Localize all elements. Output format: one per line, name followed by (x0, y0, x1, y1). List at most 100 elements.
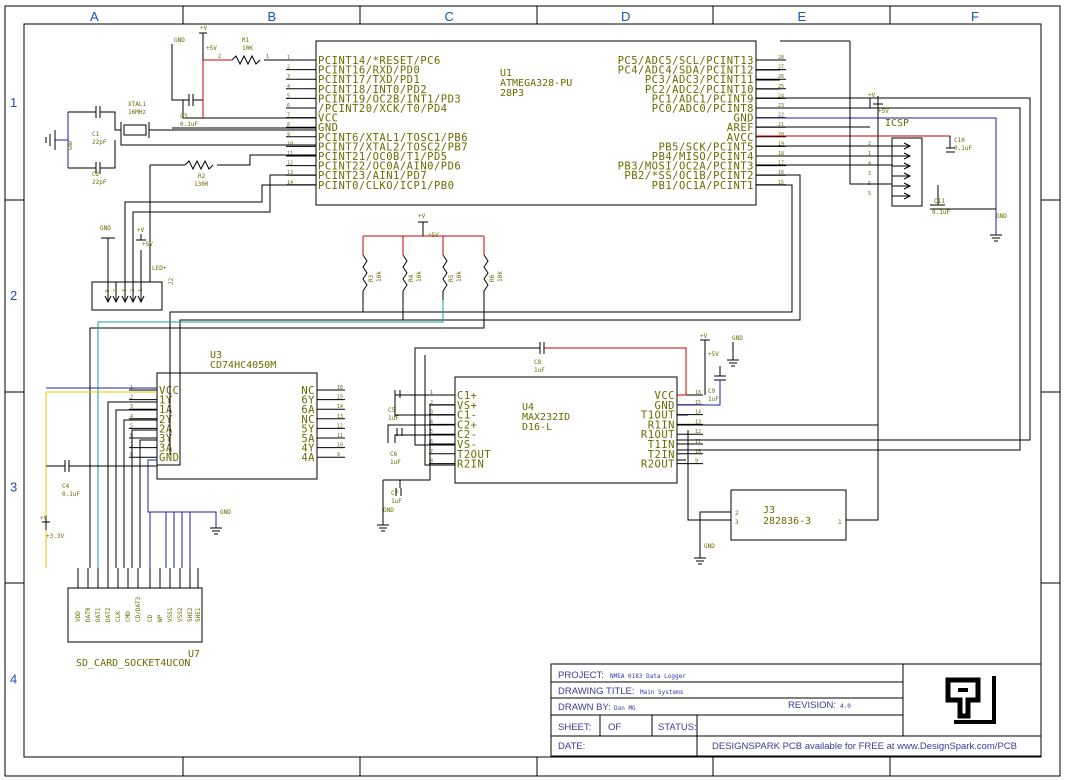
u1pins-left-8: PCINT6/XTAL1/TOSC1/PB6 (318, 132, 468, 144)
c10-capacitor: C10 0.1uF (946, 136, 972, 153)
c1-capacitor: C1 22pF (68, 106, 108, 146)
r5-value: 10k (456, 271, 463, 282)
svg-text:R1: R1 (242, 37, 250, 44)
svg-text:C1: C1 (92, 131, 100, 138)
u4pins-rnum-3: 13 (695, 419, 701, 425)
j3-ref: J3 (763, 505, 775, 516)
u4pins-right-1: GND (655, 400, 675, 412)
u1pins-right-8: AVCC (727, 132, 754, 144)
u1pins-left-5: /PCINT20/XCK/T0/PD4 (318, 103, 448, 115)
u1pins-right-12: PB2/*SS/OC1B/PCINT2 (624, 170, 754, 182)
u1pins-left-3: PCINT18/INT0/PD2 (318, 84, 427, 96)
r3-value: 10k (376, 271, 383, 282)
u1pins-lnum-8: 9 (287, 132, 290, 138)
r4-ref: R4 (408, 274, 415, 282)
u4pins-lnum-7: 8 (430, 459, 433, 465)
pullup-bus: +V +5V (89, 213, 485, 568)
icsp-pin-5: 5 (868, 191, 871, 197)
u1pins-left-13: PCINT0/CLKO/ICP1/PB0 (318, 180, 454, 192)
svg-text:22pF: 22pF (92, 139, 107, 146)
svg-text:0.1uF: 0.1uF (932, 209, 950, 216)
u4-wiring: C5 1uF C6 1uF C7 1uF GND C8 1uF +V +5V C… (377, 333, 878, 565)
u4pins-lnum-2: 3 (430, 410, 433, 416)
svg-text:C8: C8 (534, 359, 542, 366)
svg-text:2: 2 (218, 54, 221, 60)
u4-package: D16-L (522, 422, 552, 433)
u4pins-right-3: R1IN (648, 419, 675, 431)
u3pins-rnum-7: 9 (337, 452, 340, 458)
u1-right-wiring: GND +V +5V (157, 40, 1031, 466)
u4pins-rnum-6: 10 (695, 449, 701, 455)
tb-date-label: DATE: (558, 741, 585, 752)
grid-row-4: 4 (10, 672, 17, 687)
u1pins-right-1: PC4/ADC4/SDA/PCINT12 (618, 65, 754, 77)
u1pins-left-2: PCINT17/TXD/PD1 (318, 74, 420, 86)
svg-text:1uF: 1uF (534, 367, 545, 374)
svg-text:+5V: +5V (142, 241, 153, 248)
tb-of-label: OF (608, 722, 621, 733)
u1pins-left-10: PCINT21/OC0B/T1/PD5 (318, 151, 448, 163)
u1pins-right-0: PC5/ADC5/SCL/PCINT13 (618, 55, 754, 67)
u4pins-lnum-6: 7 (430, 449, 433, 455)
j2-note: LED+ (152, 265, 167, 272)
icsp-pin-2: 2 (868, 141, 871, 147)
u1pins-left-9: PCINT7/XTAL2/TOSC2/PB7 (318, 141, 468, 153)
svg-text:1uF: 1uF (388, 415, 399, 422)
u1pins-right-2: PC3/ADC3/PCINT11 (645, 74, 754, 86)
j3-pin-3: 3 (735, 519, 739, 526)
tb-status-label: STATUS: (658, 722, 697, 733)
grid-col-B: B (268, 9, 277, 24)
r5-ref: R5 (448, 274, 455, 282)
j2-pin-5: 5 (105, 289, 111, 292)
u4pins-right-0: VCC (655, 390, 675, 402)
u3pins-left-6: 3A (159, 443, 173, 455)
u4pins-left-5: VS- (457, 439, 477, 451)
u1pins-rnum-6: 22 (778, 113, 784, 119)
u1pins-lnum-4: 5 (287, 93, 290, 99)
svg-text:+3.3V: +3.3V (46, 533, 64, 540)
r6-ref: R6 (489, 274, 496, 282)
j2-pin-3: 3 (122, 289, 128, 292)
icsp-pin-1: 1 (868, 151, 871, 157)
u3pins-rnum-1: 15 (337, 395, 343, 401)
svg-text:GND: GND (68, 141, 74, 150)
u4pins-right-5: T1IN (648, 439, 675, 451)
u4pins-lnum-5: 6 (430, 439, 433, 445)
u7-pin-6: CD/DAT3 (135, 596, 142, 622)
svg-text:+V: +V (137, 227, 145, 234)
u1pins-right-3: PC2/ADC2/PCINT10 (645, 84, 754, 96)
svg-text:C10: C10 (954, 137, 965, 144)
u4pins-lnum-1: 2 (430, 400, 433, 406)
tb-project: NMEA 0183 Data Logger (610, 673, 686, 680)
u4pins-rnum-7: 9 (695, 459, 698, 465)
u3pins-left-2: 1A (159, 404, 173, 416)
u3pins-left-0: VCC (159, 385, 179, 397)
svg-text:1300: 1300 (194, 181, 209, 188)
u3pins-lnum-3: 4 (130, 414, 133, 420)
svg-text:C5: C5 (388, 407, 396, 414)
u1pins-rnum-8: 20 (778, 132, 784, 138)
grid-row-1: 1 (10, 95, 17, 110)
u3-ref: U3 (210, 350, 222, 361)
u7-pin-7: CD (147, 614, 154, 622)
icsp-pin-3: 3 (868, 171, 871, 177)
designspark-logo-icon (945, 676, 996, 724)
r2-resistor: R2 1300 (150, 154, 316, 188)
u3pins-right-2: 6A (301, 404, 315, 416)
u3pins-rnum-3: 13 (337, 414, 343, 420)
tb-drawn-by: Dan MG (614, 705, 636, 712)
svg-text:C4: C4 (62, 483, 70, 490)
u4pins-rnum-1: 15 (695, 400, 701, 406)
u4pins-left-7: R2IN (457, 459, 484, 471)
u1pins-left-12: PCINT23/AIN1/PD7 (318, 170, 427, 182)
u3pins-right-3: NC (301, 414, 315, 426)
u4-ref: U4 (522, 402, 534, 413)
u7-pin-3: DAT2 (105, 607, 112, 622)
svg-text:1uF: 1uF (391, 498, 402, 505)
svg-text:1uF: 1uF (708, 396, 719, 403)
u4pins-right-6: T2IN (648, 449, 675, 461)
u1pins-right-5: PC0/ADC0/PCINT8 (652, 103, 754, 115)
